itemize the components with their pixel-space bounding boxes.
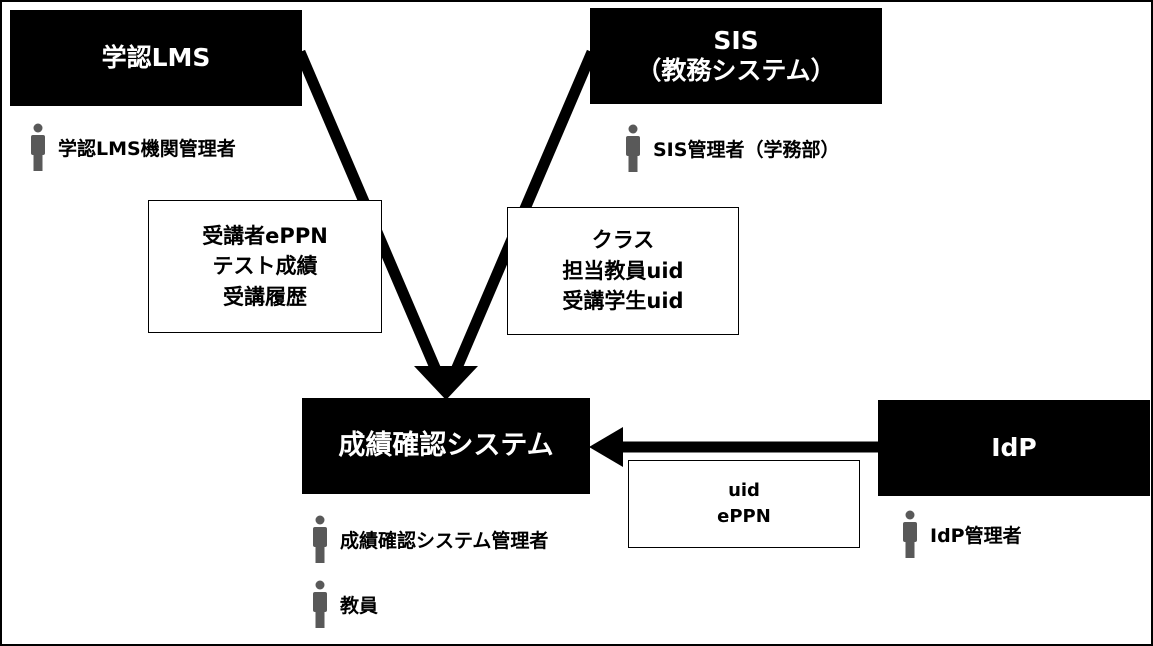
person-icon: [313, 580, 327, 628]
grade-system-box: 成績確認システム: [302, 398, 590, 494]
person-icon: [903, 510, 917, 558]
person-icon: [313, 515, 327, 563]
grade-system-label: 成績確認システム: [338, 429, 554, 461]
lms-data-item: 受講者ePPN: [202, 223, 328, 248]
idp-data-box: uid ePPN: [628, 460, 860, 548]
sis-system-label: SIS （教務システム）: [636, 26, 836, 85]
idp-data-item: ePPN: [717, 506, 771, 527]
person-icon: [626, 124, 640, 172]
actor-label: 成績確認システム管理者: [340, 529, 549, 552]
sis-system-box: SIS （教務システム）: [590, 8, 882, 104]
sis-data-item: 受講学生uid: [562, 289, 684, 314]
sis-data-item: クラス: [591, 228, 655, 253]
sis-data-box: クラス 担当教員uid 受講学生uid: [507, 207, 739, 335]
actor-label: 教員: [340, 594, 379, 617]
actor-lms-admin: 学認LMS機関管理者: [30, 123, 236, 171]
actor-grade-admin: 成績確認システム管理者: [312, 515, 548, 563]
lms-data-item: 受講履歴: [223, 284, 307, 309]
actor-label: SIS管理者（学務部）: [653, 138, 840, 161]
actor-label: 学認LMS機関管理者: [58, 137, 236, 160]
lms-system-box: 学認LMS: [10, 10, 302, 106]
lms-data-box: 受講者ePPN テスト成績 受講履歴: [148, 200, 382, 333]
lms-system-label: 学認LMS: [101, 43, 211, 72]
arrowhead-left: [589, 427, 623, 467]
actor-idp-admin: IdP管理者: [902, 510, 1022, 558]
sis-data-item: 担当教員uid: [562, 258, 684, 283]
actor-teacher: 教員: [312, 580, 378, 628]
idp-system-label: IdP: [991, 433, 1037, 462]
person-icon: [31, 123, 45, 171]
actor-label: IdP管理者: [930, 524, 1022, 547]
actor-sis-admin: SIS管理者（学務部）: [625, 124, 839, 172]
idp-data-item: uid: [728, 479, 760, 501]
idp-system-box: IdP: [878, 400, 1150, 496]
arrowhead-down: [414, 366, 478, 400]
lms-data-item: テスト成績: [212, 254, 318, 279]
